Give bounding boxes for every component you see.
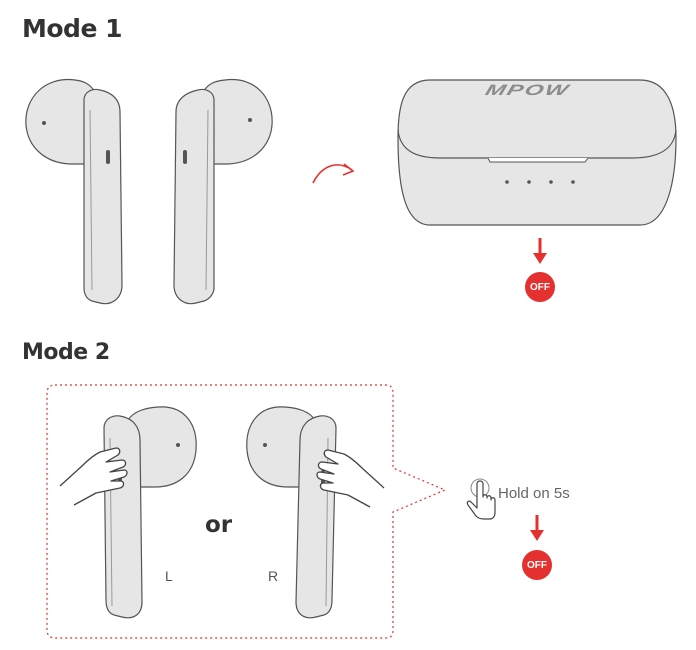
off-badge: OFF bbox=[525, 272, 555, 302]
mode-1-title: Mode 1 bbox=[22, 14, 123, 43]
curved-arrow-icon bbox=[312, 163, 355, 184]
finger-press-icon bbox=[316, 449, 385, 508]
or-text: or bbox=[205, 512, 233, 538]
earbud-left bbox=[25, 78, 123, 305]
hold-instruction: Hold on 5s bbox=[498, 485, 570, 502]
right-label: R bbox=[268, 568, 279, 584]
earbud-right bbox=[173, 78, 273, 305]
earbud-right-mode2 bbox=[246, 406, 337, 619]
earbud-left-mode2 bbox=[103, 406, 197, 619]
dotted-frame bbox=[46, 384, 447, 639]
finger-press-icon bbox=[59, 447, 128, 506]
off-badge: OFF bbox=[522, 550, 552, 580]
left-label: L bbox=[165, 568, 173, 584]
down-arrow-icon bbox=[530, 515, 544, 541]
mode-2-title: Mode 2 bbox=[22, 340, 110, 365]
down-arrow-icon bbox=[533, 238, 547, 264]
tap-hand-icon bbox=[466, 478, 496, 520]
charging-case bbox=[397, 79, 677, 226]
brand-logo: MPOW bbox=[483, 82, 572, 99]
